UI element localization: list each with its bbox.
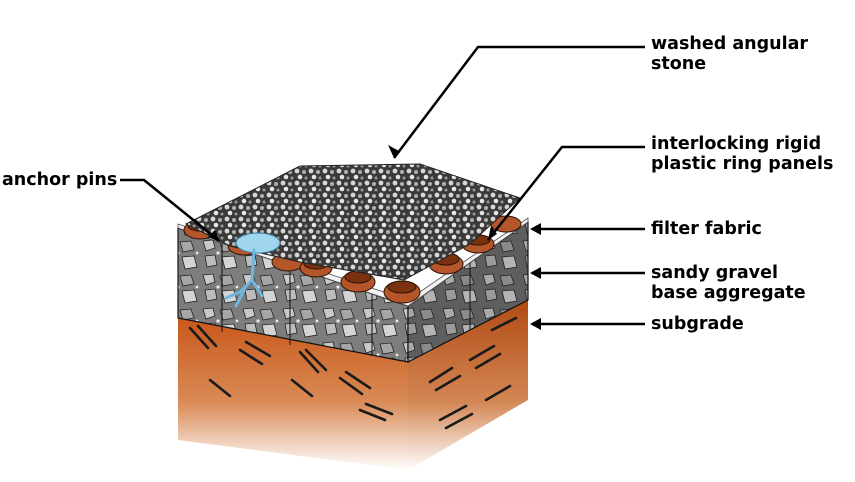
label-anchor-pins: anchor pins: [2, 170, 118, 190]
label-subgrade: subgrade: [651, 314, 744, 334]
label-interlocking-ring-panels: interlocking rigid plastic ring panels: [651, 134, 833, 174]
anchor-pin-fabric-detail: [224, 232, 281, 308]
callout-arrowheads: [208, 145, 541, 330]
callout-lines: [120, 45, 645, 326]
arrowhead-washed-stone: [388, 145, 399, 158]
label-base-aggregate-line2: base aggregate: [651, 283, 806, 303]
arrowhead-subgrade: [530, 318, 541, 330]
subgrade-layer: [178, 300, 528, 470]
label-sandy-gravel-base: sandy gravel base aggregate: [651, 263, 806, 303]
label-filter-fabric: filter fabric: [651, 219, 762, 239]
label-washed-angular-stone: washed angular stone: [651, 34, 808, 74]
arrowhead-ring-panels: [488, 226, 497, 240]
subgrade-hatching: [188, 316, 518, 430]
label-washed-stone-line1: washed angular: [651, 34, 809, 54]
arrowhead-filter-fabric: [530, 223, 541, 235]
label-base-aggregate-line1: sandy gravel: [651, 263, 778, 283]
arrowhead-base-aggregate: [530, 267, 541, 279]
label-ring-panels-line2: plastic ring panels: [651, 154, 834, 174]
label-washed-stone-line2: stone: [651, 54, 707, 74]
label-ring-panels-line1: interlocking rigid: [651, 134, 822, 154]
callout-anchor-pins: [120, 178, 219, 241]
callout-washed-stone: [393, 45, 645, 159]
arrowhead-anchor-pins: [208, 230, 220, 242]
callout-ring-panels: [487, 145, 645, 241]
